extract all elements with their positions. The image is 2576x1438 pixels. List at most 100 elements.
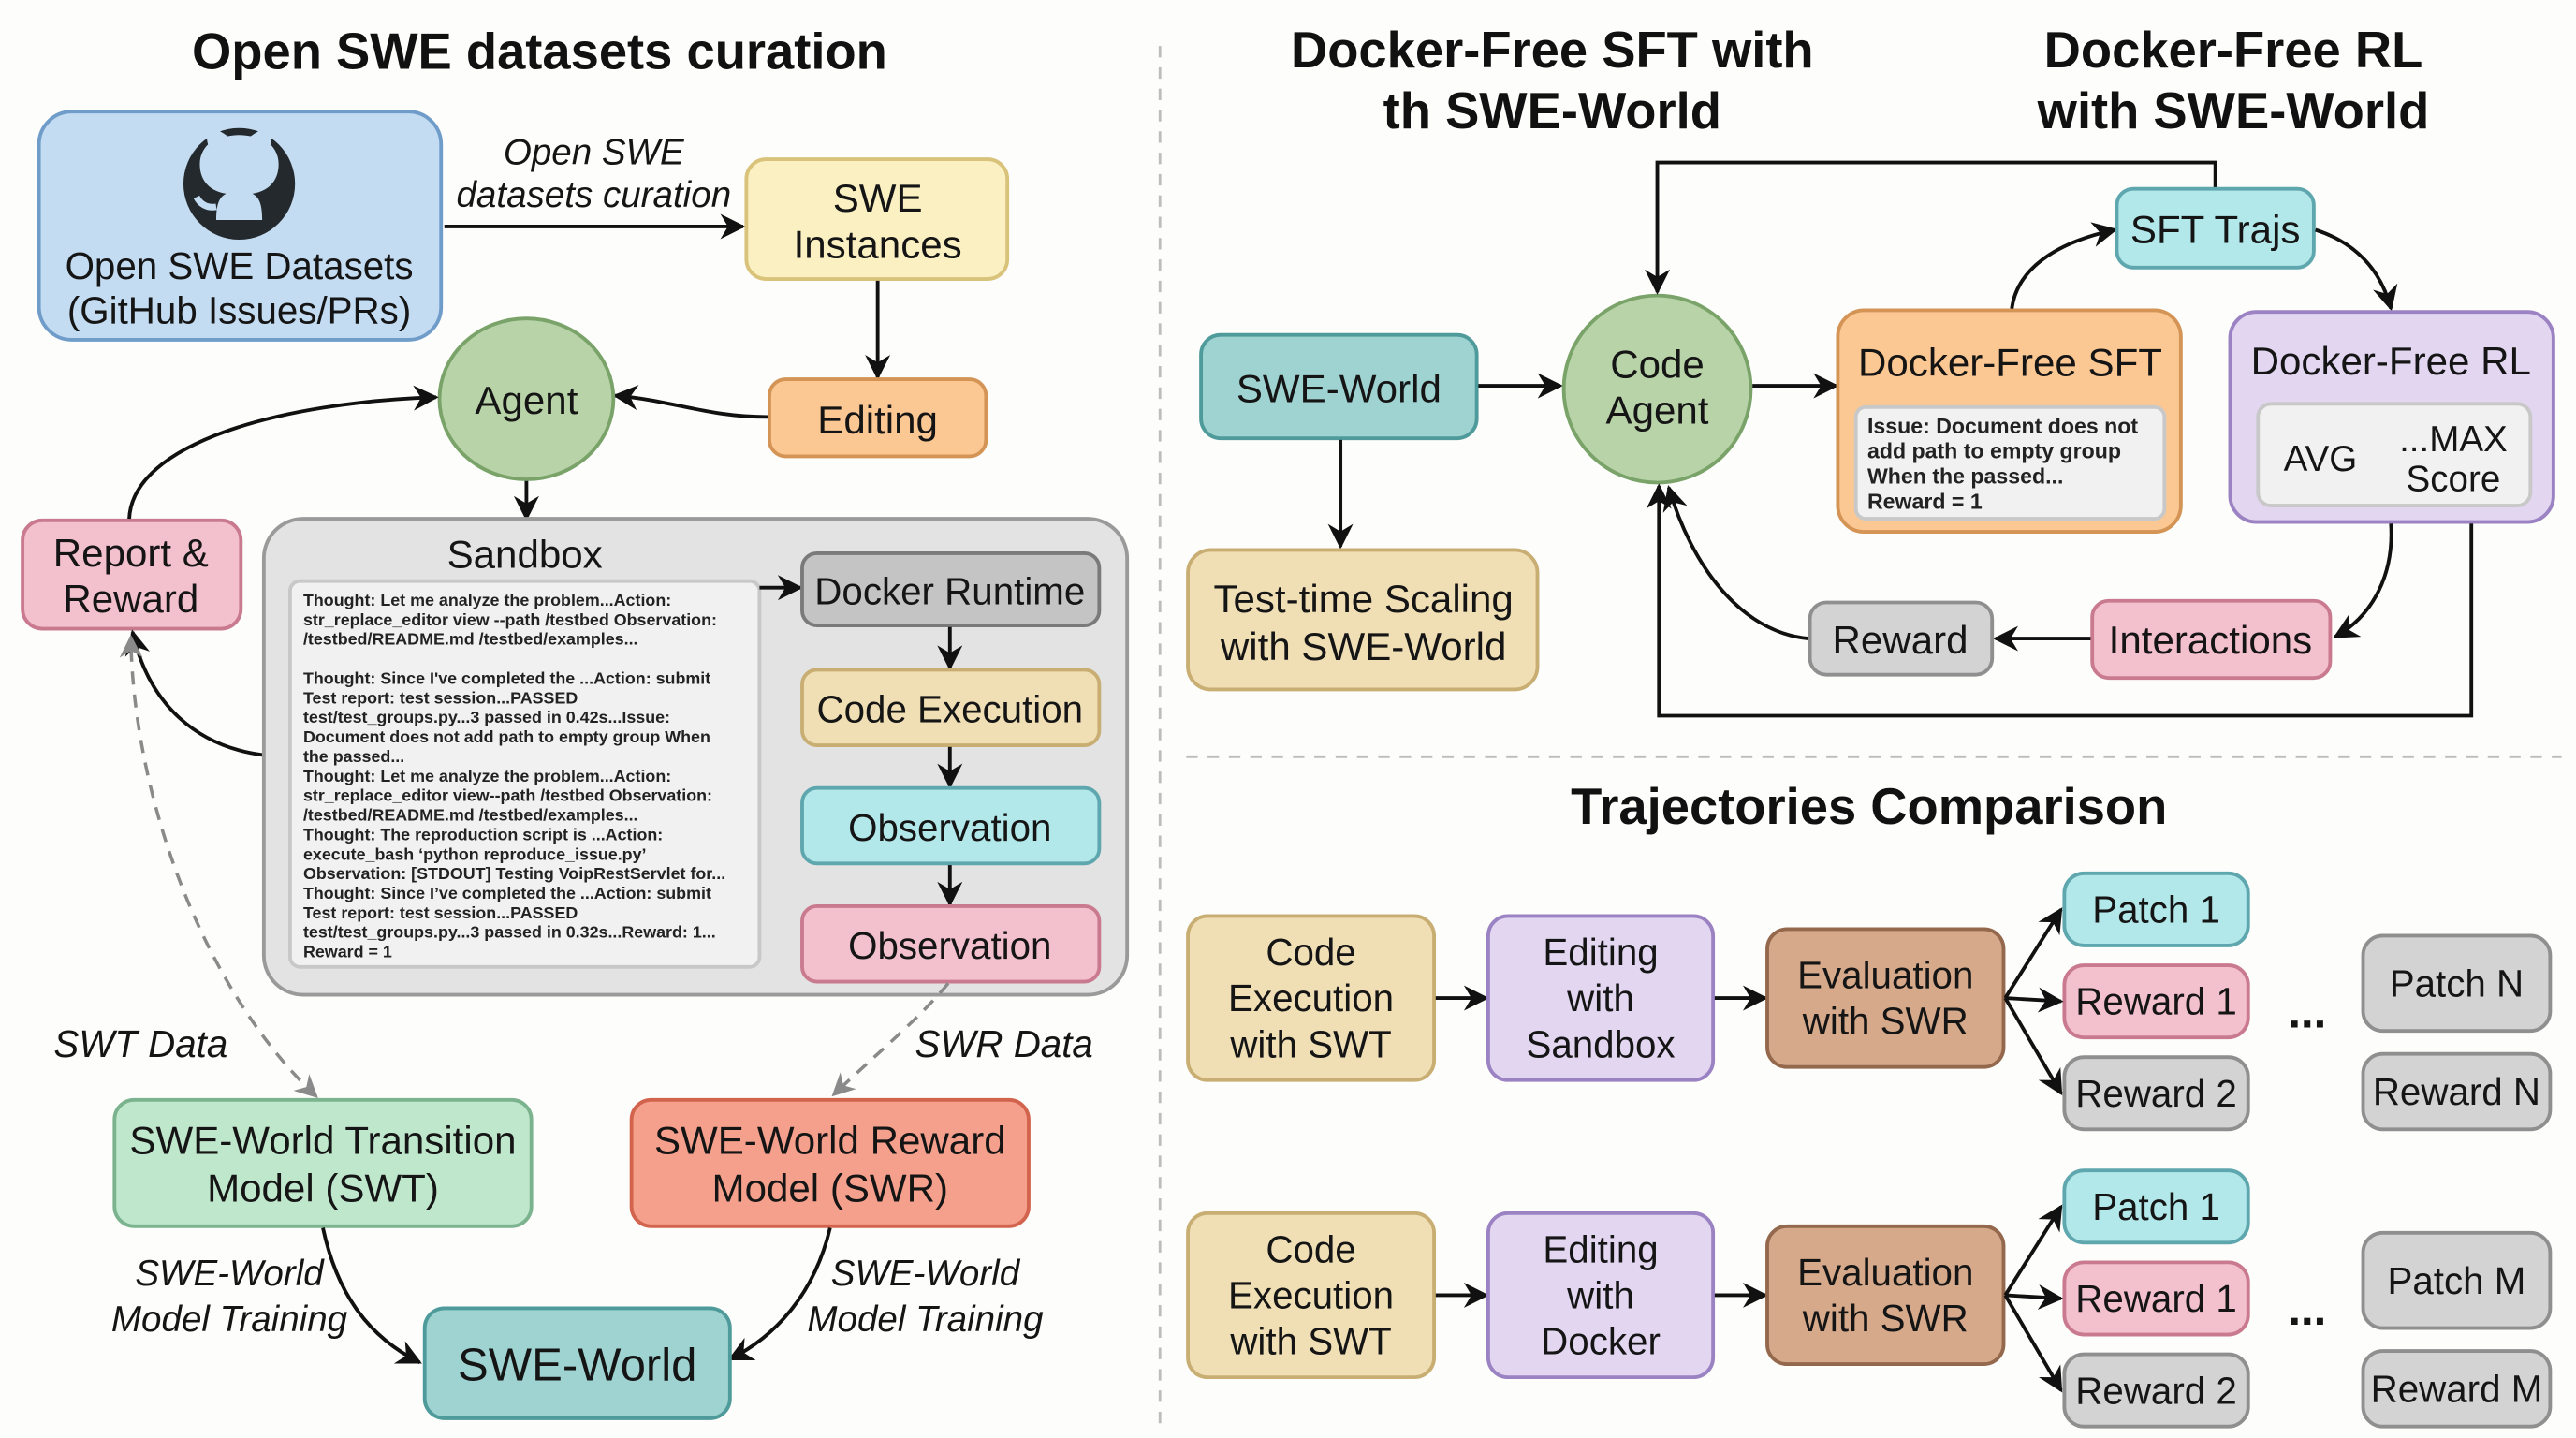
- sft-trajs-box[interactable]: SFT Trajs: [2115, 186, 2316, 270]
- text-line: Document does not add path to empty grou…: [303, 727, 710, 746]
- rl-title-line1: Docker-Free RL: [2044, 22, 2423, 79]
- final-reward-box[interactable]: Reward N: [2361, 1051, 2553, 1132]
- sandbox-step-code-execution[interactable]: Code Execution: [800, 668, 1102, 747]
- text-line: Patch 1: [2092, 1185, 2220, 1228]
- swe-instances-line2: Instances: [794, 222, 962, 266]
- final-patch-box[interactable]: Patch M: [2361, 1230, 2553, 1330]
- reward-2-box[interactable]: Reward 2: [2062, 1352, 2250, 1429]
- agent-bg: [437, 316, 616, 481]
- arrow-eval-to-patch-1-box: [2003, 1204, 2063, 1297]
- text-line: /testbed/README.md /testbed/examples...: [303, 630, 638, 649]
- text-line: Reward 2: [2075, 1072, 2237, 1115]
- tr-swe-world-box[interactable]: SWE-World: [1199, 332, 1479, 441]
- text-line: Thought: Since I’ve completed the ...Act…: [303, 884, 711, 902]
- text-line: with SWT: [1229, 1022, 1391, 1065]
- test-time-scaling-box[interactable]: Test-time Scaling with SWE-World: [1186, 548, 1540, 692]
- reward-2-box-label: Reward 2: [2075, 1072, 2237, 1115]
- sandbox-step-observation-1[interactable]: Observation: [800, 785, 1102, 866]
- swr-model-line2: Model (SWR): [712, 1167, 949, 1211]
- swe-instances-line1: SWE: [833, 176, 923, 220]
- tr-reward-box[interactable]: Reward: [1808, 600, 1995, 677]
- swt-data-label: SWT Data: [53, 1022, 227, 1065]
- datasets-line1: Open SWE Datasets: [66, 244, 414, 287]
- report-reward-box[interactable]: Report & Reward: [21, 518, 243, 631]
- open-swe-datasets-box[interactable]: Open SWE Datasets (GitHub Issues/PRs): [37, 110, 444, 342]
- swr-model-line1: SWE-World Reward: [654, 1119, 1006, 1163]
- text-line: Test report: test session...PASSED: [303, 688, 578, 707]
- tr-swe-world-bg: [1199, 332, 1479, 441]
- agent-node[interactable]: Agent: [437, 316, 616, 481]
- sandbox-step-observation-2[interactable]: Observation: [800, 903, 1102, 984]
- rl-max-line1: ...MAX: [2399, 419, 2508, 460]
- test-time-line1: Test-time Scaling: [1213, 577, 1513, 621]
- arrow-report-to-agent: [127, 385, 439, 520]
- text-line: Sandbox: [1526, 1022, 1675, 1065]
- final-patch-box-label: Patch N: [2390, 961, 2524, 1005]
- tr-swe-world-label: SWE-World: [1237, 367, 1442, 411]
- docker-free-rl-box[interactable]: Docker-Free RL AVG ...MAX Score: [2228, 310, 2555, 524]
- code-agent-node[interactable]: Code Agent: [1561, 293, 1753, 485]
- sandbox-container: Sandbox Thought: Let me analyze the prob…: [261, 517, 1130, 997]
- code-execution-swt-box-bg: [1186, 914, 1436, 1082]
- code-agent-line1: Code: [1610, 342, 1705, 386]
- final-reward-box[interactable]: Reward M: [2361, 1349, 2553, 1429]
- swr-model-box[interactable]: SWE-World Reward Model (SWR): [629, 1097, 1031, 1228]
- final-reward-box-label: Reward M: [2371, 1368, 2543, 1411]
- text-line: Issue: Document does not: [1867, 414, 2138, 438]
- reward-1-box[interactable]: Reward 1: [2062, 963, 2250, 1040]
- sandbox-step-docker-runtime[interactable]: Docker Runtime: [800, 550, 1102, 627]
- swt-model-box[interactable]: SWE-World Transition Model (SWT): [112, 1097, 534, 1228]
- arrow-sandbox-to-report: [124, 629, 265, 757]
- arrow-editing-to-agent: [612, 385, 768, 419]
- interactions-box[interactable]: Interactions: [2090, 598, 2333, 681]
- patch-1-box-bg: [2062, 871, 2250, 947]
- text-line: Evaluation: [1797, 954, 1973, 997]
- training-left-line1: SWE-World: [135, 1254, 325, 1294]
- text-line: Reward M: [2371, 1368, 2543, 1411]
- reward-1-box[interactable]: Reward 1: [2062, 1260, 2250, 1337]
- reward-2-box-bg: [2062, 1352, 2250, 1429]
- left-panel-title: Open SWE datasets curation: [192, 23, 887, 81]
- arrow-trajs-to-rl: [2315, 227, 2398, 312]
- ellipsis: ...: [2288, 1284, 2326, 1335]
- final-patch-box-bg: [2361, 933, 2553, 1034]
- swe-world-box[interactable]: SWE-World: [422, 1306, 732, 1420]
- sft-title-line2: th SWE-World: [1383, 82, 1721, 139]
- code-agent-bg: [1561, 293, 1753, 485]
- evaluation-swr-box-bg: [1765, 1224, 2006, 1367]
- text-line: with SWR: [1802, 1000, 1969, 1043]
- editing-box[interactable]: Editing: [767, 377, 988, 459]
- swr-model-bg: [629, 1097, 1031, 1228]
- text-line: Evaluation: [1797, 1251, 1973, 1294]
- swe-instances-bg: [744, 157, 1010, 282]
- text-line: Thought: Let me analyze the problem...Ac…: [303, 767, 671, 785]
- patch-1-box[interactable]: Patch 1: [2062, 871, 2250, 947]
- patch-1-box[interactable]: Patch 1: [2062, 1168, 2250, 1245]
- sandbox-log: Thought: Let me analyze the problem...Ac…: [303, 591, 725, 961]
- swe-world-label: SWE-World: [458, 1341, 696, 1391]
- tr-reward-label: Reward: [1833, 618, 1969, 662]
- editing-box-bg: [1486, 1211, 1716, 1380]
- docker-free-sft-box[interactable]: Docker-Free SFT Issue: Document does not…: [1836, 308, 2183, 535]
- swe-instances-box[interactable]: SWE Instances: [744, 157, 1010, 282]
- rl-inner-panel: [2256, 402, 2533, 507]
- arrow-rl-loop-to-code-agent: [1646, 483, 2474, 718]
- final-patch-box[interactable]: Patch N: [2361, 933, 2553, 1034]
- observation-2-bg: [800, 903, 1102, 984]
- evaluation-swr-box-bg: [1765, 927, 2006, 1069]
- github-icon: [183, 127, 296, 240]
- reward-2-box[interactable]: Reward 2: [2062, 1055, 2250, 1132]
- text-line: Observation: [STDOUT] Testing VoipRestSe…: [303, 864, 725, 883]
- sft-inner-panel: [1853, 404, 2167, 521]
- code-agent-line2: Agent: [1606, 388, 1709, 432]
